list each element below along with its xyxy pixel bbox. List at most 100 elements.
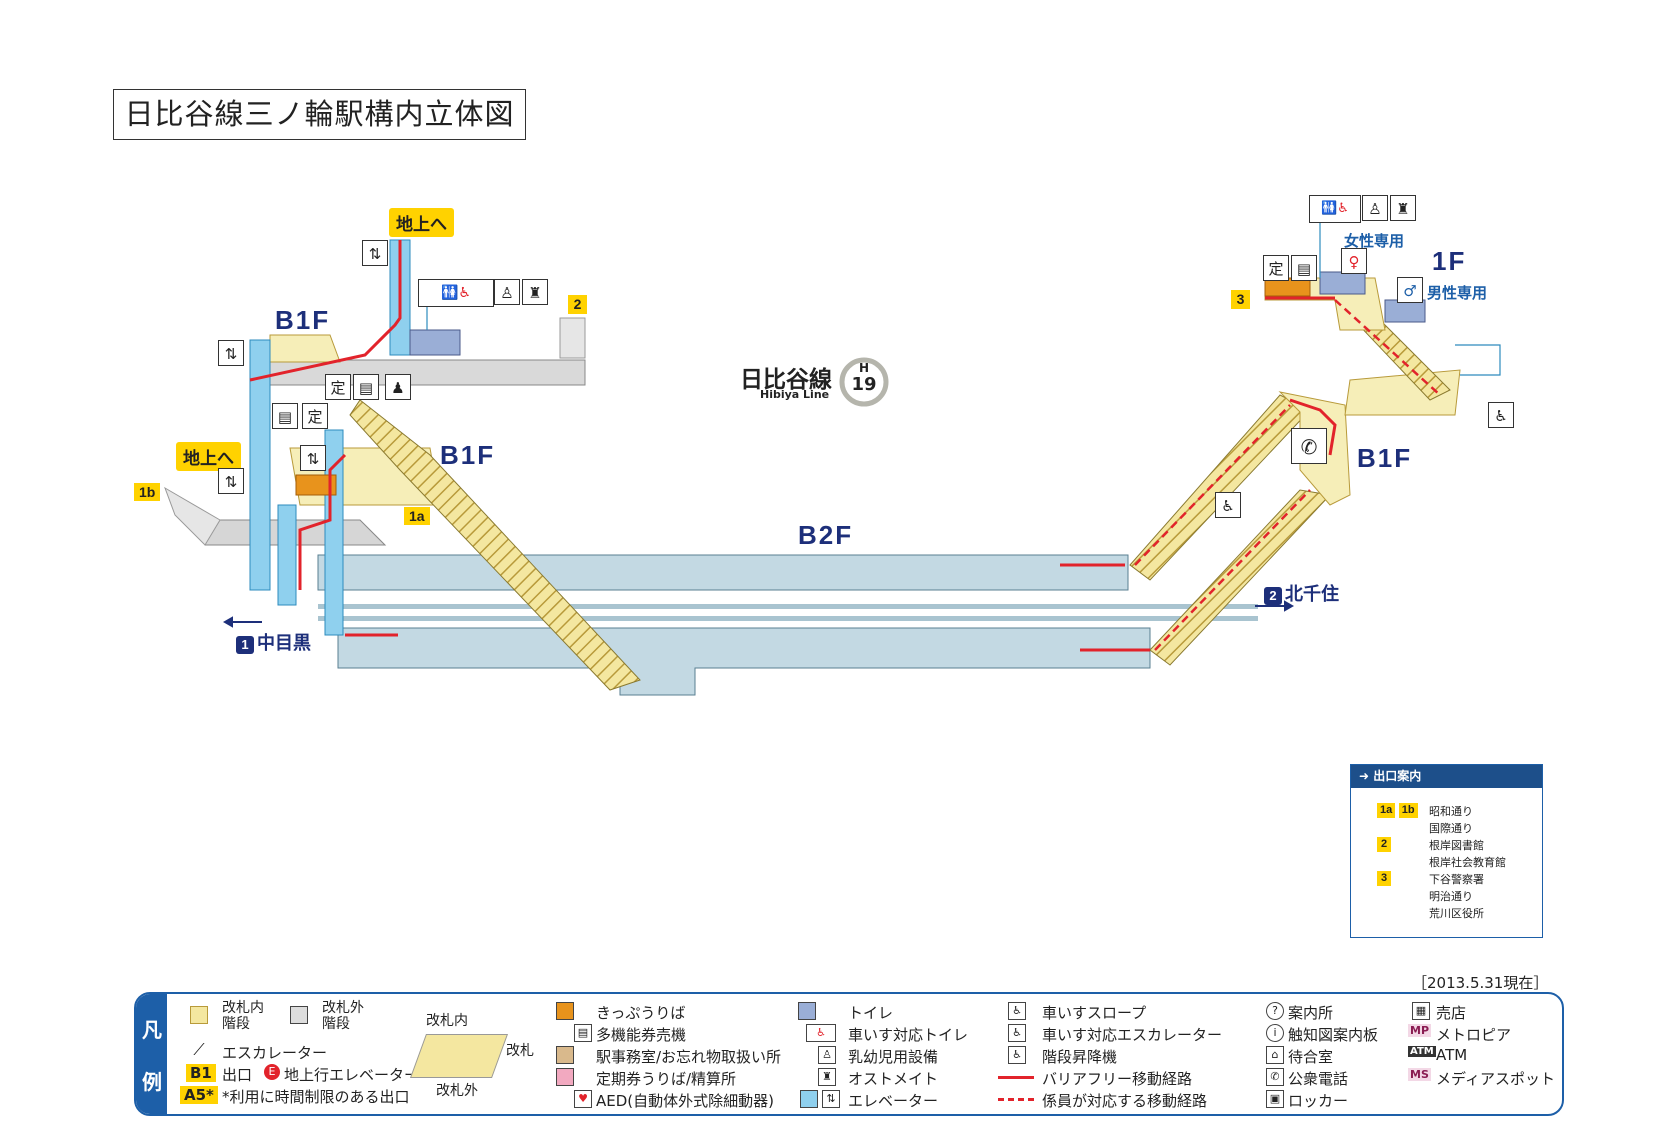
elevator-shaft-1 (249, 339, 271, 591)
exit-info-place: 昭和通り (1429, 805, 1473, 818)
stairs-exit1b (164, 486, 221, 546)
exit-info-place: 根岸社会教育館 (1429, 856, 1506, 869)
legend-barrier-free: バリアフリー移動経路 (1042, 1070, 1193, 1088)
leader-lines (426, 220, 1501, 376)
stair-lift-icon: ♿ (1488, 402, 1514, 428)
legend-wheel-toilet: 車いす対応トイレ (848, 1026, 969, 1044)
toilet-icon: 🚻♿ (418, 279, 494, 307)
elevator-icon: ⇅ (218, 468, 244, 494)
map-title: 日比谷線三ノ輪駅構内立体図 (113, 89, 526, 140)
women-toilet-icon: ♀ (1341, 248, 1367, 274)
exit-info-1b: 1b (1398, 803, 1418, 818)
exit-info-2: 2 (1377, 837, 1392, 852)
legend-tactile: 触知図案内板 (1288, 1026, 1379, 1044)
legend-metropia: メトロピア (1436, 1026, 1512, 1044)
staff-route-line-icon (998, 1098, 1034, 1101)
legend-ticket: きっぷうりば (596, 1004, 686, 1022)
legend-aed: AED(自動体外式除細動器) (596, 1092, 774, 1110)
stairs-in-icon (190, 1006, 208, 1024)
commuter-pass-icon: 定 (1263, 255, 1289, 281)
level-b1f-center: B1F (440, 440, 496, 470)
exit-info-place: 国際通り (1429, 822, 1473, 835)
toilet-area-right (1319, 271, 1366, 295)
legend-stairs-out: 改札外 階段 (322, 1000, 364, 1032)
exit-info-place: 荒川区役所 (1429, 907, 1484, 920)
level-b1f-left: B1F (275, 305, 331, 335)
legend-office: 駅事務室/お忘れ物取扱い所 (596, 1048, 782, 1066)
track-1 (318, 604, 1258, 609)
platform-upper (317, 554, 1129, 591)
ostomate-icon: ♜ (522, 279, 548, 305)
legend-stair-lift: 階段昇降機 (1042, 1048, 1118, 1066)
ticket-machine-icon: ▤ (1291, 255, 1317, 281)
legend-bar: 凡 例 (136, 994, 167, 1114)
commuter-pass-icon: 定 (302, 403, 328, 429)
baby-icon: ♙ (1362, 195, 1388, 221)
stair-lift-icon: ♿ (1215, 492, 1241, 518)
line-name-en: Hibiya Line (760, 388, 830, 401)
elevator-icon: ⇅ (822, 1090, 840, 1108)
elevator-shaft-icon (800, 1090, 818, 1108)
concourse-b1f-left (254, 359, 586, 386)
line-letter: H (858, 361, 870, 375)
men-only-label: 男性専用 (1427, 284, 1488, 302)
gate-diagram (409, 1034, 509, 1078)
phone-icon: ✆ (1266, 1068, 1284, 1086)
legend-elevator-tag: E (264, 1064, 280, 1080)
legend-wheel-esc: 車いす対応エスカレーター (1042, 1026, 1223, 1044)
legend: 凡 例 改札内 階段 改札外 階段 ⟋ エスカレーター B1 出口 E 地上行エ… (134, 992, 1564, 1116)
ticket-machine-icon: ▤ (272, 403, 298, 429)
concourse-b1f-top (269, 334, 341, 363)
legend-limited: *利用に時間制限のある出口 (222, 1088, 410, 1106)
kiosk-icon: ▦ (1412, 1002, 1430, 1020)
exit-info-box: ➜ 出口案内 1a 1b 昭和通り 国際通り 2 根岸図書館 根岸社会教育館 3… (1350, 764, 1543, 938)
elevator-icon: ⇅ (218, 340, 244, 366)
tactile-icon: i (1266, 1024, 1284, 1042)
staff-assisted-route (1134, 299, 1441, 651)
legend-limited-tag: A5* (180, 1086, 218, 1104)
barrier-free-line-icon (998, 1076, 1034, 1079)
toilet-icon: 🚻♿ (1309, 195, 1361, 223)
office-icon (556, 1046, 574, 1064)
baby-icon: ♙ (494, 279, 520, 305)
slope-icon: ♿ (1008, 1002, 1026, 1020)
women-only-label: 女性専用 (1344, 232, 1405, 250)
legend-exit: 出口 (222, 1066, 253, 1084)
legend-stairs-in: 改札内 階段 (222, 1000, 264, 1032)
metropia-tag: MP (1408, 1024, 1432, 1037)
to-ground-label-left: 地上へ (176, 442, 241, 471)
station-office-icon: ♟ (385, 374, 411, 400)
men-toilet-icon: ♂ (1397, 277, 1423, 303)
legend-waiting: 待合室 (1288, 1048, 1334, 1066)
exit-info-place: 根岸図書館 (1429, 839, 1484, 852)
stairs-right-upper (1129, 394, 1311, 581)
elevator-icon: ⇅ (300, 445, 326, 471)
exit-2-label: 2 (568, 295, 587, 314)
ostomate-icon: ♜ (1390, 195, 1416, 221)
level-1f: 1F (1432, 246, 1467, 276)
ticket-area-icon (556, 1002, 574, 1020)
legend-staff-route: 係員が対応する移動経路 (1042, 1092, 1208, 1110)
legend-toilet: トイレ (848, 1004, 894, 1022)
escalator-icon: ⟋ (190, 1042, 208, 1060)
ticket-area-left (295, 474, 337, 496)
to-ground-label-top: 地上へ (389, 208, 454, 237)
direction-arrows (222, 600, 1295, 628)
legend-head-1: 凡 (142, 1018, 162, 1042)
locker-icon: ▣ (1266, 1090, 1284, 1108)
level-b1f-right: B1F (1357, 443, 1413, 473)
exit-info-1a: 1a (1377, 803, 1396, 818)
legend-ostomate: オストメイト (848, 1070, 939, 1088)
commuter-icon (556, 1068, 574, 1086)
legend-escalator: エスカレーター (222, 1044, 328, 1062)
legend-commuter: 定期券うりば/精算所 (596, 1070, 737, 1088)
barrier-free-route (249, 240, 1337, 652)
ticket-machine-icon: ▤ (353, 374, 379, 400)
exit-1b-label: 1b (134, 483, 161, 501)
exit-1a-label: 1a (404, 507, 430, 525)
level-b2f: B2F (798, 520, 854, 550)
multi-ticket-icon: ▤ (574, 1024, 592, 1042)
hibiya-line-logo (839, 357, 889, 407)
legend-info: 案内所 (1288, 1004, 1334, 1022)
